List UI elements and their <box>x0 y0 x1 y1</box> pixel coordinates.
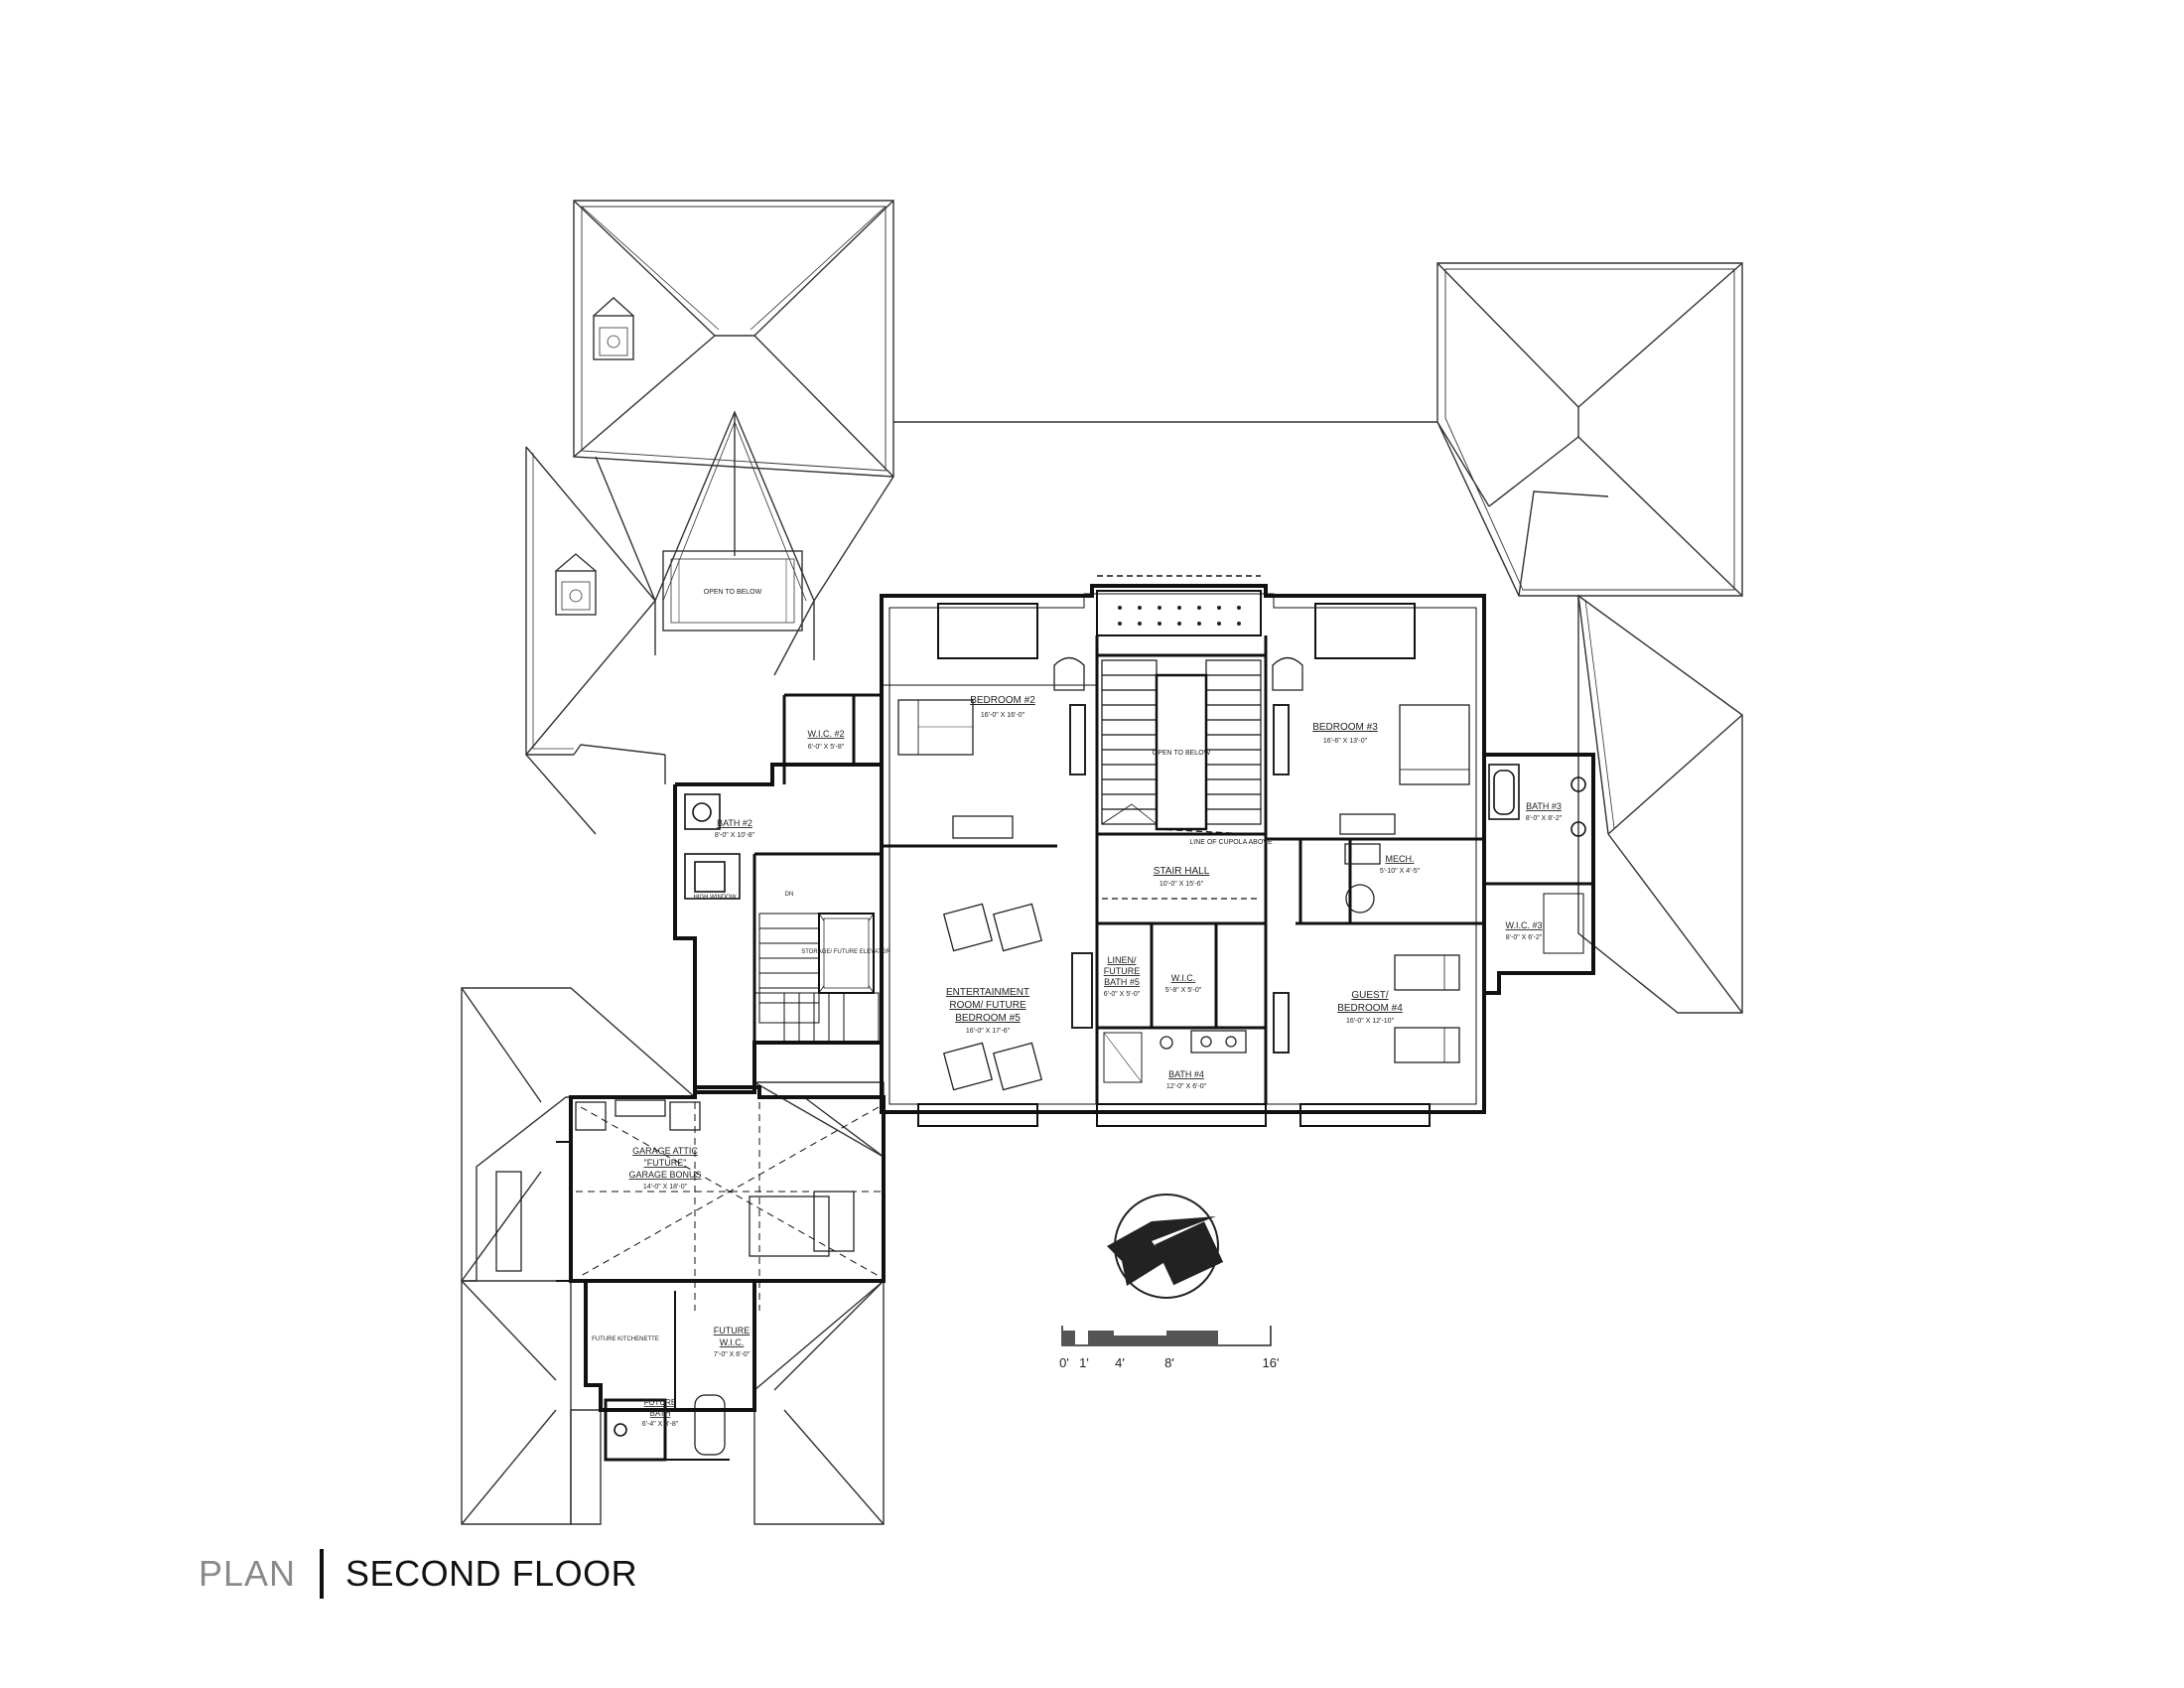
storage-label: STORAGE/ FUTURE ELEVATOR <box>801 949 890 955</box>
garage-label-3: GARAGE BONUS <box>628 1170 701 1180</box>
interior-walls <box>782 635 1484 1104</box>
open-to-below-left-label: OPEN TO BELOW <box>704 589 762 596</box>
bath4-dim: 12'-0" X 6'-0" <box>1166 1083 1207 1090</box>
room-labels: BEDROOM #2 16'-0" X 16'-0" BEDROOM #3 16… <box>592 695 1563 1428</box>
furniture <box>897 656 1470 1091</box>
high-window-label: HIGH WINDOW <box>694 895 737 901</box>
left-wing-walls <box>673 763 882 1094</box>
dn-label: DN <box>785 892 794 898</box>
cupola-dots <box>1118 606 1241 626</box>
kitchenette-label: FUTURE KITCHENETTE <box>592 1336 659 1342</box>
sheet-title: PLAN SECOND FLOOR <box>199 1549 637 1599</box>
bedroom2-dim: 16'-0" X 16'-0" <box>981 712 1025 719</box>
scale-tick-0: 0' <box>1059 1355 1069 1370</box>
bath3-label: BATH #3 <box>1526 801 1562 811</box>
bedroom3-dim: 16'-6" X 13'-0" <box>1323 738 1368 745</box>
garage-walls <box>495 1085 886 1462</box>
scale-tick-16: 16' <box>1263 1355 1280 1370</box>
roof-planes: OPEN TO BELOW <box>461 200 1743 1525</box>
exterior-walls <box>880 575 1486 1127</box>
linen-label-2: FUTURE <box>1104 966 1141 976</box>
future-wic-label-2: W.I.C. <box>720 1337 745 1347</box>
garage-dim: 14'-0" X 18'-0" <box>643 1184 688 1191</box>
stair-hall-dim: 10'-0" X 15'-6" <box>1160 881 1204 888</box>
mech-label: MECH. <box>1386 854 1415 864</box>
guest-label-1: GUEST/ <box>1351 990 1388 1001</box>
open-to-below-stair-label: OPEN TO BELOW <box>1153 750 1211 757</box>
mech-dim: 5'-10" X 4'-5" <box>1380 868 1421 875</box>
linen-label-3: BATH #5 <box>1104 977 1140 987</box>
garage-label-2: "FUTURE" <box>644 1158 687 1168</box>
wic3-dim: 8'-0" X 6'-2" <box>1506 934 1543 941</box>
left-stairs <box>753 913 880 1044</box>
guest-label-2: BEDROOM #4 <box>1337 1003 1403 1014</box>
garage-label-1: GARAGE ATTIC <box>632 1146 698 1156</box>
bath4-label: BATH #4 <box>1168 1069 1204 1079</box>
scale-tick-8: 8' <box>1164 1355 1174 1370</box>
cupola-label: LINE OF CUPOLA ABOVE <box>1189 839 1273 846</box>
future-bath-label-2: BATH <box>650 1409 671 1418</box>
bedroom2-label: BEDROOM #2 <box>970 695 1035 706</box>
title-sheet-name: SECOND FLOOR <box>345 1553 638 1594</box>
wic2-dim: 6'-0" X 5'-8" <box>808 744 845 751</box>
wic4-label: W.I.C. <box>1171 973 1196 983</box>
roof-left <box>525 410 894 756</box>
stair-hall-label: STAIR HALL <box>1154 866 1210 877</box>
entertainment-dim: 16'-0" X 17'-6" <box>966 1028 1011 1035</box>
future-wic-label-1: FUTURE <box>714 1326 751 1336</box>
central-stair <box>1101 659 1262 900</box>
scale-bar: 0' 1' 4' 8' 16' <box>1059 1326 1279 1370</box>
bath2-label: BATH #2 <box>717 818 752 828</box>
entertainment-label-2: ROOM/ FUTURE <box>949 1000 1026 1011</box>
linen-dim: 6'-0" X 5'-0" <box>1104 991 1141 998</box>
scale-tick-4: 4' <box>1115 1355 1125 1370</box>
entertainment-label-1: ENTERTAINMENT <box>946 987 1029 998</box>
linen-label-1: LINEN/ <box>1107 955 1137 965</box>
title-category: PLAN <box>199 1553 297 1594</box>
bath3-dim: 8'-0" X 8'-2" <box>1526 815 1563 822</box>
north-arrow: NORTH 2 E. SEQ <box>1107 1194 1224 1299</box>
right-wing-walls <box>1484 753 1595 995</box>
wic4-dim: 5'-8" X 5'-0" <box>1165 987 1202 994</box>
roof-lower-right <box>1577 594 1743 1014</box>
roof-top-left <box>573 200 894 478</box>
bath2-dim: 8'-0" X 10'-8" <box>715 832 755 839</box>
title-divider <box>320 1549 325 1599</box>
roof-top-right <box>1436 262 1743 597</box>
open-to-below-left: OPEN TO BELOW <box>662 550 803 632</box>
scale-tick-1: 1' <box>1079 1355 1089 1370</box>
future-bath-dim: 6'-4" X 8'-8" <box>642 1421 679 1428</box>
entertainment-label-3: BEDROOM #5 <box>955 1013 1021 1024</box>
wic2-label: W.I.C. #2 <box>807 729 844 739</box>
future-wic-dim: 7'-0" X 6'-0" <box>714 1351 751 1358</box>
roof-left-middle <box>525 744 666 835</box>
bedroom3-label: BEDROOM #3 <box>1312 722 1378 733</box>
guest-dim: 16'-0" X 12'-10" <box>1346 1018 1395 1025</box>
future-bath-label-1: FUTURE <box>644 1398 676 1407</box>
wic3-label: W.I.C. #3 <box>1505 920 1542 930</box>
